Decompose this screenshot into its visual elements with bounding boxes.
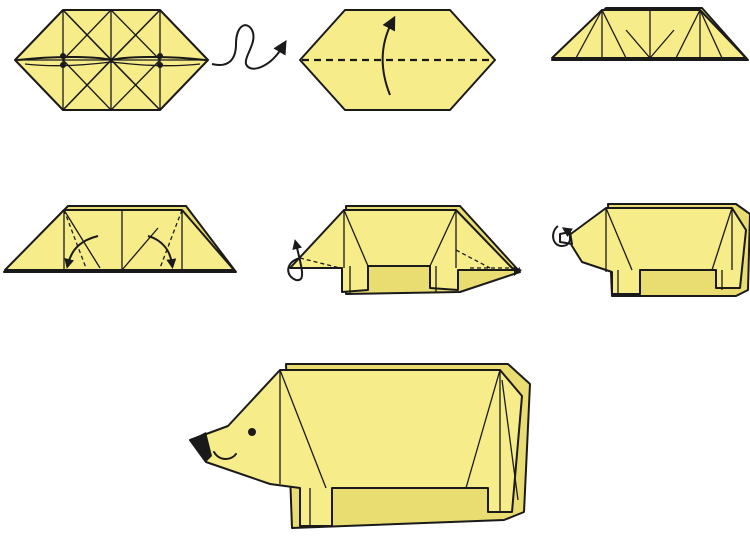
step-4-trapezoid-arrows [4,206,236,272]
step-3-trapezoid [552,8,748,60]
step-2-hexagon-fold [300,10,495,110]
turn-over-loop-arrow [212,25,283,69]
step-1-hexagon-creased [15,10,208,110]
step-5-pig-fold [288,206,522,294]
step-6-pig-snout [553,204,750,296]
step-7-finished-pig [190,364,530,528]
